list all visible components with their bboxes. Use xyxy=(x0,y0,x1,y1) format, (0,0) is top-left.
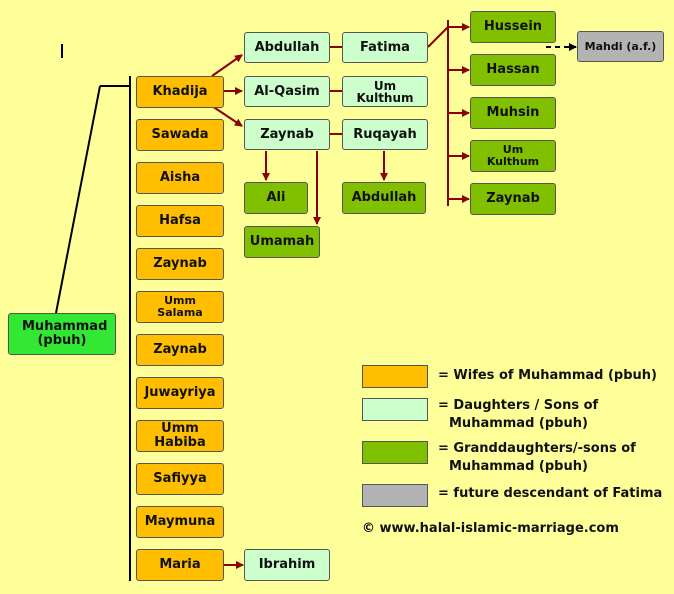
legend-text-grandchildren-2: Muhammad (pbuh) xyxy=(449,459,588,474)
grandchild-label: Hussein xyxy=(483,19,543,34)
wife-juwayriya: Juwayriya xyxy=(136,377,224,409)
wife-label: Zaynab xyxy=(153,256,207,271)
wife-zaynab-1: Zaynab xyxy=(136,248,224,280)
wife-maymuna: Maymuna xyxy=(136,506,224,538)
child-um-kulthum: Um Kulthum xyxy=(342,76,428,107)
child-label: Fatima xyxy=(360,39,410,55)
wife-khadija: Khadija xyxy=(136,76,224,108)
grandchild-label: Abdullah xyxy=(351,190,417,205)
grandchild-muhsin: Muhsin xyxy=(470,97,556,129)
child-ruqayah: Ruqayah xyxy=(342,119,428,150)
grandchild-label: Muhsin xyxy=(486,105,540,120)
child-ibrahim: Ibrahim xyxy=(244,549,330,581)
wife-label: Sawada xyxy=(151,127,209,142)
grandchild-label: Um Kulthum xyxy=(486,143,540,168)
wife-label: Umm Salama xyxy=(157,294,203,319)
root-node: Muhammad (pbuh) xyxy=(8,313,116,355)
legend-text-future: = future descendant of Fatima xyxy=(438,486,663,501)
child-label: Al-Qasim xyxy=(254,83,320,99)
legend-swatch-future xyxy=(362,484,428,507)
wife-label: Juwayriya xyxy=(144,385,216,400)
child-label: Abdullah xyxy=(254,39,320,55)
wife-label: Hafsa xyxy=(159,213,201,228)
grandchild-label: Umamah xyxy=(249,234,315,249)
wife-label: Maymuna xyxy=(144,514,216,529)
wife-umm-habiba: Umm Habiba xyxy=(136,420,224,452)
legend-swatch-children xyxy=(362,398,428,421)
grandchild-umamah: Umamah xyxy=(244,226,320,258)
child-label: Ibrahim xyxy=(258,557,316,572)
wife-sawada: Sawada xyxy=(136,119,224,151)
copyright-text: © www.halal-islamic-marriage.com xyxy=(362,521,619,536)
legend-swatch-wives xyxy=(362,365,428,388)
wife-label: Safiyya xyxy=(153,471,207,486)
grandchild-abdullah: Abdullah xyxy=(342,182,426,214)
child-abdullah: Abdullah xyxy=(244,32,330,63)
legend-text-wives: = Wifes of Muhammad (pbuh) xyxy=(438,368,657,383)
child-label: Ruqayah xyxy=(353,126,417,142)
wife-label: Umm Habiba xyxy=(154,421,206,450)
child-zaynab: Zaynab xyxy=(244,119,330,150)
grandchild-label: Hassan xyxy=(486,62,540,77)
legend-text-children-2: Muhammad (pbuh) xyxy=(449,416,588,431)
child-label: Zaynab xyxy=(260,126,314,142)
legend-swatch-grandchildren xyxy=(362,441,428,464)
wife-maria: Maria xyxy=(136,549,224,581)
wife-aisha: Aisha xyxy=(136,162,224,194)
child-al-qasim: Al-Qasim xyxy=(244,76,330,107)
wife-label: Aisha xyxy=(159,170,201,185)
wife-zaynab-2: Zaynab xyxy=(136,334,224,366)
grandchild-hassan: Hassan xyxy=(470,54,556,86)
grandchild-label: Ali xyxy=(266,190,286,205)
wife-umm-salama: Umm Salama xyxy=(136,291,224,323)
root-label: Muhammad (pbuh) xyxy=(22,319,108,348)
future-mahdi: Mahdi (a.f.) xyxy=(577,31,664,62)
legend-text-grandchildren-1: = Granddaughters/-sons of xyxy=(438,441,636,456)
grandchild-um-kulthum: Um Kulthum xyxy=(470,140,556,172)
wife-label: Zaynab xyxy=(153,342,207,357)
grandchild-label: Zaynab xyxy=(486,191,540,206)
legend-text-children-1: = Daughters / Sons of xyxy=(438,398,599,413)
wife-label: Khadija xyxy=(152,84,208,99)
grandchild-hussein: Hussein xyxy=(470,11,556,43)
child-fatima: Fatima xyxy=(342,32,428,63)
grandchild-zaynab: Zaynab xyxy=(470,183,556,215)
wife-safiyya: Safiyya xyxy=(136,463,224,495)
grandchild-ali: Ali xyxy=(244,182,308,214)
child-label: Um Kulthum xyxy=(356,78,414,105)
future-label: Mahdi (a.f.) xyxy=(584,39,657,53)
wife-hafsa: Hafsa xyxy=(136,205,224,237)
wife-label: Maria xyxy=(159,557,201,572)
